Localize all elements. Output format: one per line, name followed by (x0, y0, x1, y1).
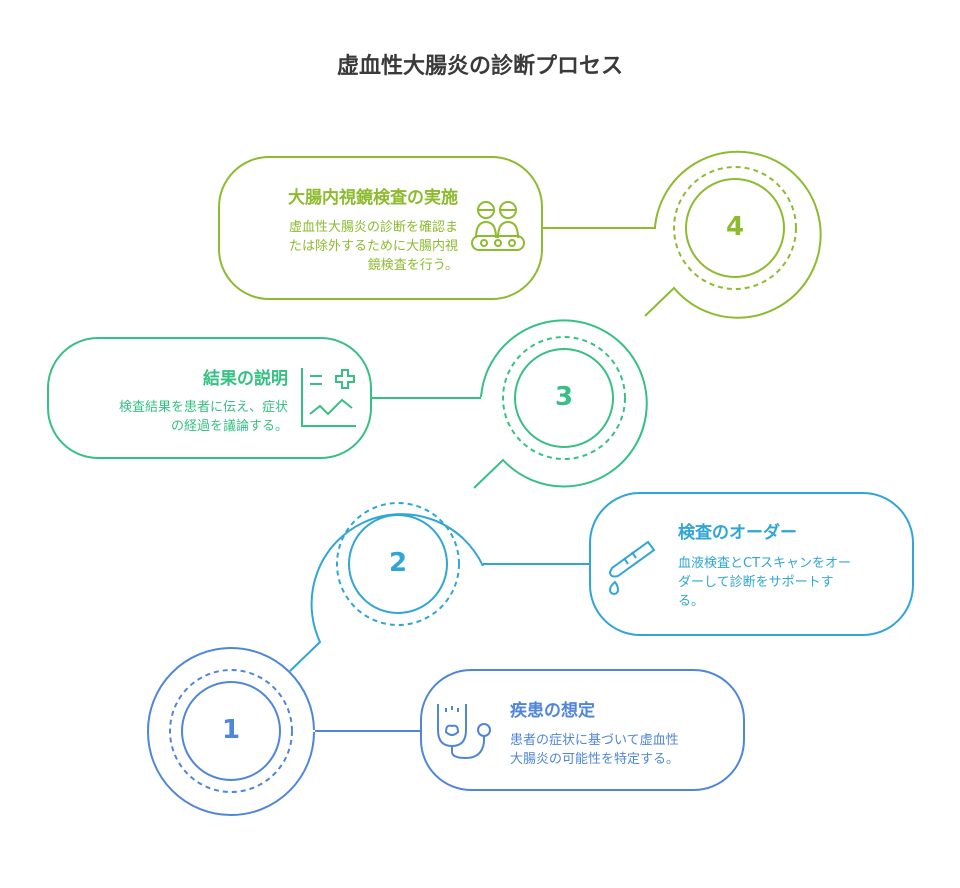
doctors-icon (471, 201, 525, 251)
step-2-group (289, 492, 914, 672)
step-4-group (218, 150, 822, 319)
page-title: 虚血性大腸炎の診断プロセス (336, 54, 623, 79)
step-1-description-line: 大腸炎の可能性を特定する。 (510, 752, 680, 767)
step-1-description-line: 患者の症状に基づいて虚血性 (510, 733, 679, 748)
step-2-number: 2 (388, 548, 408, 578)
step-3-ring-dashed (502, 336, 626, 460)
medical-chart-icon (301, 368, 356, 427)
step-3-title: 結果の説明 (203, 369, 288, 389)
step-4-description-line: たは除外するために大腸内視 (288, 239, 458, 254)
step-4-number: 4 (725, 212, 745, 242)
step-4-ring-dashed (673, 166, 797, 290)
step-1-ring-outer (146, 647, 315, 816)
step-3-ring-outer (473, 319, 648, 489)
step-4-title: 大腸内視鏡検査の実施 (288, 188, 458, 208)
step-3-description-line: の経過を議論する。 (170, 419, 288, 434)
step-1-title: 疾患の想定 (510, 701, 595, 721)
step-2-ring-inner (348, 514, 448, 614)
step-1-ring-inner (181, 681, 281, 781)
step-3-description: 検査結果を患者に伝え、症状 の経過を議論する。 (70, 398, 288, 436)
step-4-ring-outer (644, 150, 822, 319)
stethoscope-icon (437, 704, 491, 760)
step-2-description-line: ダーして診断をサポートす (678, 575, 834, 590)
step-2-description-line: る。 (678, 594, 705, 609)
step-1-card (420, 669, 745, 791)
step-2-ring-outer (289, 513, 484, 672)
test-tube-icon (608, 540, 656, 595)
step-3-group (47, 319, 648, 489)
step-4-description: 虚血性大腸炎の診断を確認ま たは除外するために大腸内視 鏡検査を行う。 (250, 218, 458, 275)
step-2-ring-dashed (336, 502, 460, 626)
step-1-ring-dashed (169, 669, 293, 793)
step-4-description-line: 虚血性大腸炎の診断を確認ま (288, 220, 458, 235)
step-3-number: 3 (554, 382, 574, 412)
step-1-number: 1 (221, 715, 241, 745)
step-1-description: 患者の症状に基づいて虚血性 大腸炎の可能性を特定する。 (510, 731, 720, 769)
step-1-group (146, 647, 745, 816)
step-3-ring-inner (514, 348, 614, 448)
step-2-title: 検査のオーダー (678, 523, 797, 543)
step-3-description-line: 検査結果を患者に伝え、症状 (118, 400, 288, 415)
step-4-ring-inner (685, 178, 785, 278)
step-4-description-line: 鏡検査を行う。 (367, 258, 458, 273)
step-2-description-line: 血液検査とCTスキャンをオー (678, 556, 852, 571)
step-2-description: 血液検査とCTスキャンをオー ダーして診断をサポートす る。 (678, 554, 888, 611)
